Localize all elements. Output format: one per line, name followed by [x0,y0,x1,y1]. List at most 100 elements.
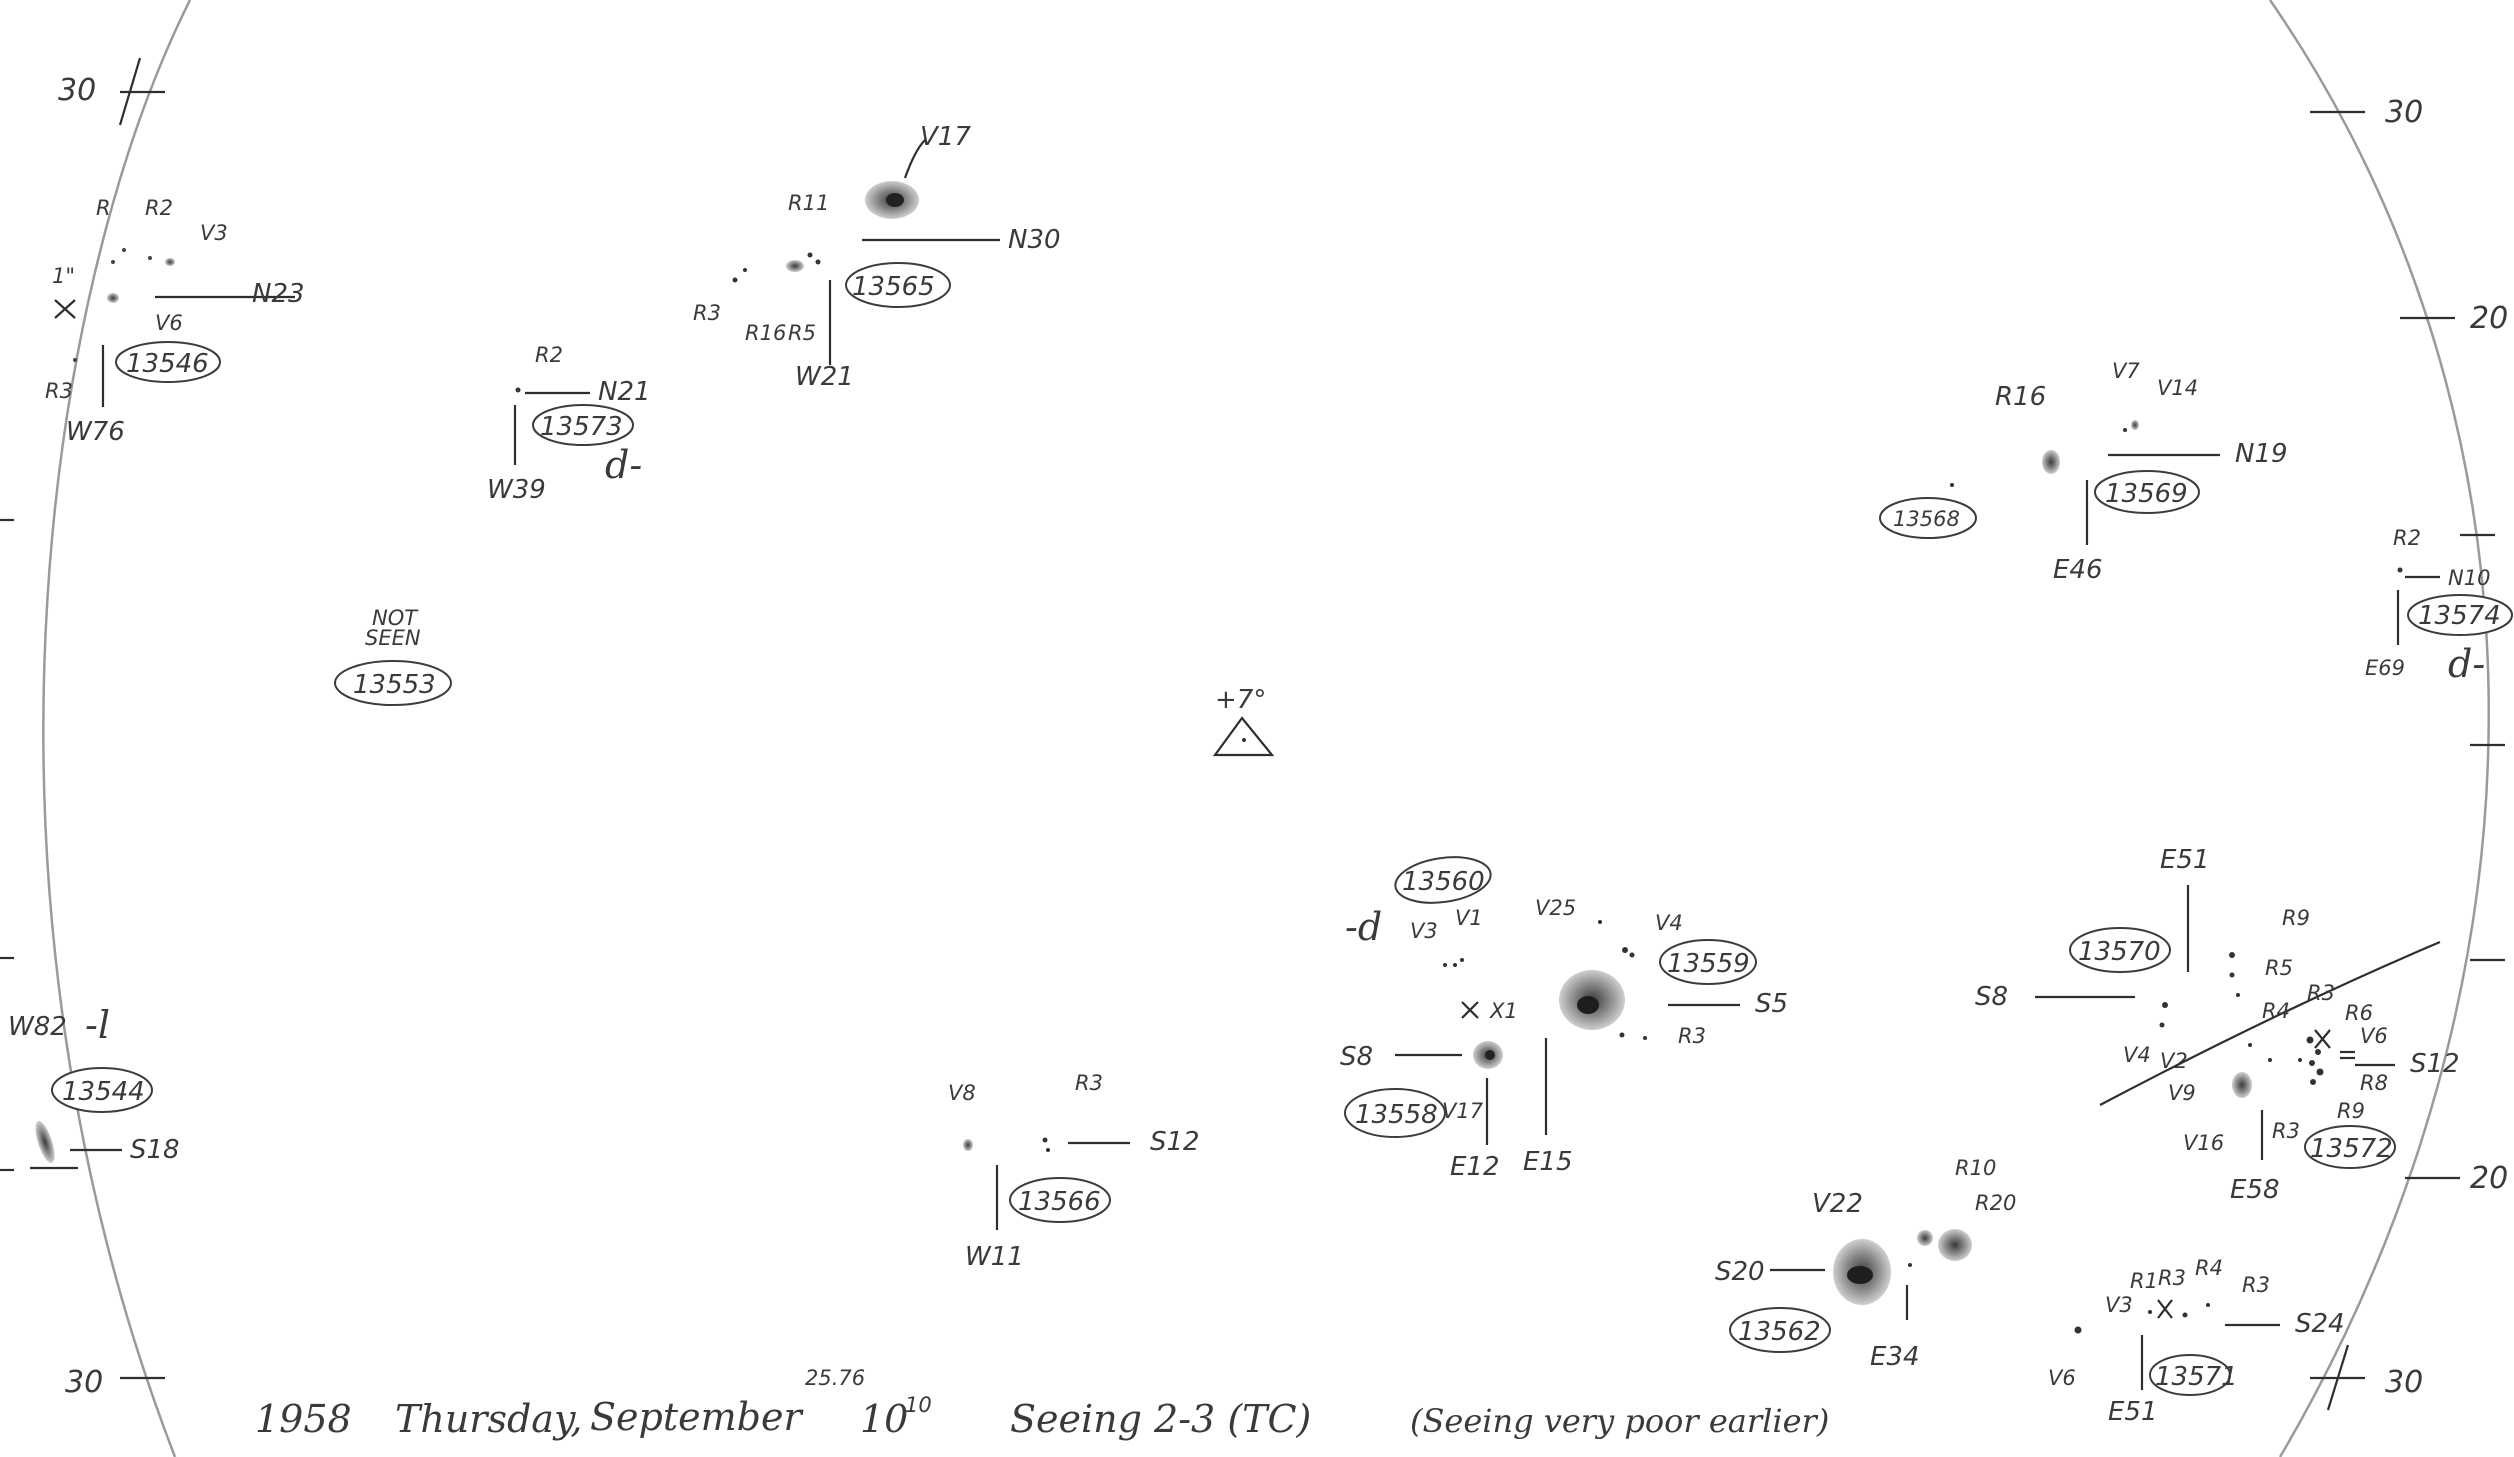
spot-label: R3 [2158,1266,2186,1290]
region-13572-lat: S12 [2410,1049,2460,1079]
spot-label: R3 [2307,981,2335,1005]
region-13546-number: 13546 [126,349,209,379]
sunspot [786,260,804,272]
region-13566: V8 R3 S12 13566 W11 [948,1071,1200,1272]
region-13571: V3 R1 R3 R4 R3 V6 S24 13571 E51 [2048,1256,2345,1427]
center-label: +7° [1215,685,1266,715]
sunspot [1917,1230,1933,1246]
region-13553-number: 13553 [353,670,436,700]
spot-label: V3 [200,221,228,245]
region-13574: R2 N10 13574 E69 d- [2365,526,2513,686]
spot-label: R1 [2130,1269,2158,1293]
region-13558-lat: S8 [1340,1042,1373,1072]
region-13572: R4 R3 R6 V6 R8 R9 V9 V16 R3 S12 13572 E5… [2168,981,2460,1205]
region-13571-lon: E51 [2108,1397,2158,1427]
region-13558: X1 S8 13558 V17 E12 [1340,999,1518,1182]
region-13565: V17 N30 W21 13565 R11 R3 R16 R5 [693,122,1061,392]
region-13568-number: 13568 [1893,507,1960,531]
tick-label-left-bottom: 30 [65,1365,103,1400]
spot-label: X1 [1489,999,1518,1023]
region-13573: R2 N21 W39 13573 d- [487,343,651,505]
spot-label: V6 [2048,1366,2076,1390]
sunspot [107,293,119,303]
not-seen-line1: NOT [372,606,419,630]
sunspot [2131,420,2139,430]
spot-label: V25 [1535,896,1576,920]
region-13570-lat: S8 [1975,982,2008,1012]
spot-label: V6 [2360,1024,2388,1048]
spot-label: R3 [2272,1119,2300,1143]
footer-date-sup: 25.76 [805,1366,865,1390]
tick-label-right-top: 30 [2385,95,2423,130]
spot-label: V6 [155,311,183,335]
region-13559-lat: S5 [1755,989,1788,1019]
spot-label: V17 [1442,1099,1484,1123]
region-13560-number: 13560 [1402,867,1485,897]
region-13570-lon: E51 [2160,845,2210,875]
region-13573-note: d- [605,443,642,487]
region-13569: R16 V7 V14 N19 E46 13569 [1995,359,2288,585]
spot-label: V1 [1455,906,1483,930]
spot-label: R2 [535,343,563,367]
footer-time-sup: 10 [905,1393,932,1417]
region-13571-lat: S24 [2295,1309,2345,1339]
tick-label-right-bottom: 30 [2385,1365,2423,1400]
sunspot [2042,450,2060,474]
region-13565-lon: W21 [795,362,854,392]
region-13562-lon: E34 [1870,1342,1920,1372]
tick-label-right-mid-bottom: 20 [2470,1161,2508,1196]
spot-label: V14 [2157,376,2198,400]
region-13565-lat: N30 [1008,225,1061,255]
solar-limb-right [2268,0,2490,1457]
region-13559-number: 13559 [1667,949,1750,979]
tick-label-left-top: 30 [58,73,96,108]
region-13562: V22 R10 R20 S20 13562 E34 [1715,1156,2016,1372]
spot-label: R9 [2282,906,2310,930]
spot-label: V8 [948,1081,976,1105]
spot-label: V3 [2105,1293,2133,1317]
spot-label: R3 [2242,1273,2270,1297]
region-13546: 13546 N23 W76 R R2 V3 V6 R3 1" [45,196,305,447]
region-13565-number: 13565 [852,272,935,302]
spot-label: V16 [2183,1131,2224,1155]
spot-label: V17 [920,122,971,152]
region-13546-lat: N23 [252,279,305,309]
spot-label: V7 [2112,359,2140,383]
spot-label: 1" [52,264,75,288]
spot-label: R10 [1955,1156,1996,1180]
region-13570-number: 13570 [2078,937,2161,967]
spot-label: R4 [2195,1256,2223,1280]
sunspot [165,258,175,266]
region-13544-number: 13544 [62,1077,145,1107]
region-13544-note: -l [85,1003,110,1047]
spot-label: R6 [2345,1001,2373,1025]
region-13569-lat: N19 [2235,439,2288,469]
region-13566-number: 13566 [1018,1187,1101,1217]
spot-label: R11 [788,191,829,215]
region-13571-number: 13571 [2155,1362,2238,1392]
footer-note: (Seeing very poor earlier) [1410,1402,1829,1440]
sunspot [2232,1072,2252,1098]
region-13560-note: -d [1345,905,1382,949]
spot-label: R5 [788,321,816,345]
footer-seeing: Seeing 2-3 (TC) [1010,1397,1311,1441]
spot-label: R16 [745,321,786,345]
spot-label: V9 [2168,1081,2196,1105]
spot-label: V4 [2123,1043,2151,1067]
region-13573-lat: N21 [598,377,651,407]
spot-label: R20 [1975,1191,2016,1215]
footer-day: Thursday, [395,1397,582,1441]
spot-label: R4 [2262,999,2290,1023]
spot-label: R5 [2265,956,2293,980]
region-13558-lon: E12 [1450,1152,1500,1182]
spot-label: R3 [1075,1071,1103,1095]
footer-month: September [590,1395,804,1439]
region-13560: 13560 -d V3 V1 [1345,856,1492,967]
region-13558-number: 13558 [1355,1100,1438,1130]
tick-label-right-mid-top: 20 [2470,301,2508,336]
region-13559-lon: E15 [1523,1147,1573,1177]
region-13562-number: 13562 [1738,1317,1821,1347]
region-13574-number: 13574 [2418,601,2501,631]
region-13544: W82 -l 13544 S18 [8,1003,180,1170]
